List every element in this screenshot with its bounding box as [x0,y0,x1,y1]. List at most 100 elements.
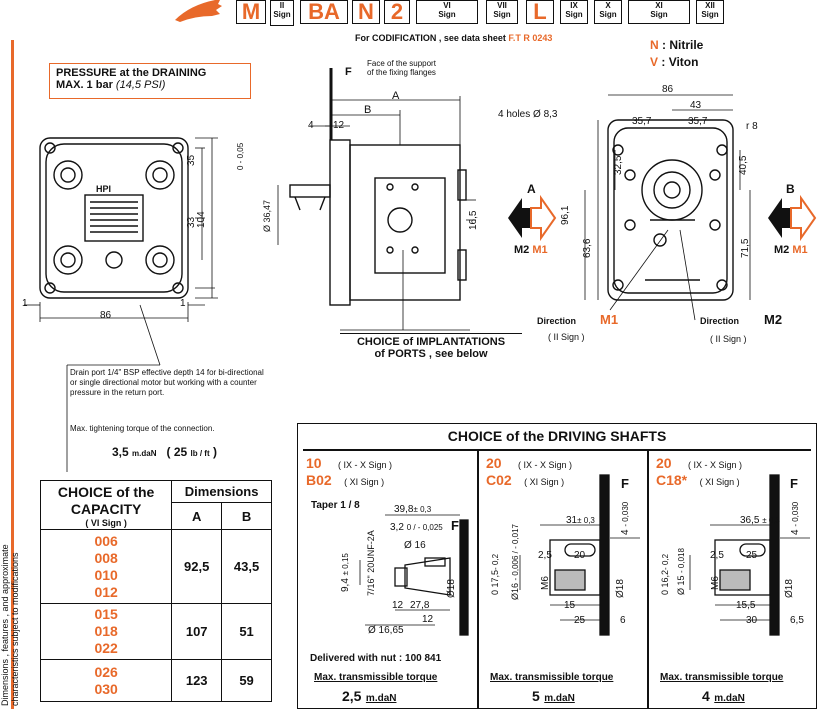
pressure-box: PRESSURE at the DRAINING MAX. 1 bar (14,… [49,63,251,99]
shaft-2-d18: Ø18 [615,579,626,598]
divider [477,449,479,709]
m2-right: M2 M1 [774,244,808,256]
shaft-2-d25b: 25 [574,615,586,626]
shaft-3-m6: M6 [710,576,721,590]
dim-35: 35 [186,154,197,166]
dim-86-rear: 86 [662,84,674,95]
front-view-drawing [24,137,218,322]
direction-m1-code: M1 [600,312,619,327]
direction-m1-sign: ( II Sign ) [548,332,585,342]
shaft-3-drawing [689,474,810,636]
shaft-1-d398: 39,8± 0,3 [394,504,432,515]
shaft-3-d25: 2,5 [710,550,724,561]
dim-b-label: B [364,104,372,116]
shaft-1-d94: 9,4 ± 0,15 [340,553,351,592]
tol-3647: 0 - 0,05 [236,142,245,170]
direction-m2: Direction [700,316,740,326]
codification-note: For CODIFICATION , see data sheet F.T R … [355,33,553,43]
drain-torque-note: Max. tightening torque of the connection… [70,424,215,433]
drain-leader-lines [66,304,161,472]
dimensions-header: Dimensions [171,479,272,504]
shaft-3-d25c: 25 [746,550,758,561]
shaft-2-code: 20 ( IX - X Sign ) [486,455,573,471]
col-b-header: B [221,502,272,530]
shaft-2-d20: 20 [574,550,586,561]
capacity-table: CHOICE of the CAPACITY ( VI Sign ) Dimen… [39,479,272,702]
shaft-2-d4: 4 - 0,030 [620,501,631,535]
shaft-3-force: F [790,476,798,491]
gear-logo-fragment [175,0,222,22]
code-box-m: M [236,0,266,24]
port-a-label: A [527,182,536,196]
dim-104: 104 [196,211,207,228]
hpi-logo: HPI [96,184,112,194]
divider [303,449,811,451]
dim-dia-3647: Ø 36,47 [262,199,272,232]
force-f-label: F [345,66,352,78]
shaft-2-force: F [621,476,629,491]
shaft-1-d1665: Ø 16,65 [368,625,404,636]
dim-165: 16,5 [468,210,479,230]
shaft-2-d31: 31± 0,3 [566,515,595,526]
capacity-header: CHOICE of the CAPACITY ( VI Sign ) [39,480,173,530]
shafts-title: CHOICE of the DRIVING SHAFTS [447,428,667,444]
shaft-1-code: 10 ( IX - X Sign ) [306,455,393,471]
drain-torque-value: 3,5 m.daN ( 25 lb / ft ) [112,445,217,459]
shaft-1-torque-label: Max. transmissible torque [314,672,438,683]
shaft-2-torque: 5 m.daN [532,688,575,704]
dim-357a: 35,7 [632,116,652,127]
shaft-1-thread: 7/16" 20UNF-2A [366,530,376,596]
shaft-1-d16: Ø 16 [404,540,426,551]
shaft-3-d18: Ø18 [784,579,795,598]
dim-961: 96,1 [560,205,571,225]
shaft-1-d278: 27,8 [410,600,430,611]
shaft-2-torque-label: Max. transmissible torque [490,672,614,683]
shaft-2-d25: 2,5 [538,550,552,561]
shaft-2-d175: 0 17,5- 0,2 [490,553,500,595]
drain-note: Drain port 1/4" BSP effective depth 14 f… [70,368,264,397]
shaft-3-d4: 4 - 0,030 [790,501,801,535]
dim-a-label: A [392,90,400,102]
shaft-3-code2: C18* ( XI Sign ) [656,472,740,488]
shaft-3-code: 20 ( IX - X Sign ) [656,455,743,471]
code-box-ba: BA [300,0,348,24]
dim-4: 4 [308,120,314,131]
shaft-1-d12: 12 [392,600,404,611]
shaft-1-d18: Ø18 [446,579,457,598]
shaft-1-torque: 2,5 m.daN [342,688,397,704]
dim-636: 63,6 [582,238,593,258]
shaft-2-drawing [519,474,640,636]
shaft-1-delivered: Delivered with nut : 100 841 [310,653,442,664]
orange-rule [11,40,14,709]
shaft-2-m6: M6 [540,576,551,590]
dim-r8: r 8 [746,121,758,132]
shaft-3-torque: 4 m.daN [702,688,745,704]
holes-label: 4 holes Ø 8,3 [498,109,558,120]
shaft-3-torque-label: Max. transmissible torque [660,672,784,683]
shaft-1-code2: B02 ( XI Sign ) [306,472,385,488]
seal-nitrile: N : Nitrile [650,38,704,52]
col-a-header: A [171,502,223,530]
shaft-1-d12b: 12 [422,614,434,625]
shaft-1-taper: Taper 1 / 8 [311,500,360,511]
shaft-3-d365: 36,5 ± 0,3 [740,515,780,526]
shaft-2-d16: Ø16 - 0,006 / - 0,017 [510,523,520,600]
code-box-2: 2 [384,0,410,24]
dim-12: 12 [333,120,345,131]
direction-m1: Direction [537,316,577,326]
shaft-1-drawing [359,514,469,636]
shaft-2-d15: 15 [564,600,576,611]
shaft-3-d15: Ø 15 - 0,018 [676,548,686,595]
dim-1-right: 1 [180,298,186,309]
shaft-2-code2: C02 ( XI Sign ) [486,472,565,488]
dim-325: 32,5 [613,155,624,175]
shaft-3-d65: 6,5 [790,615,804,626]
